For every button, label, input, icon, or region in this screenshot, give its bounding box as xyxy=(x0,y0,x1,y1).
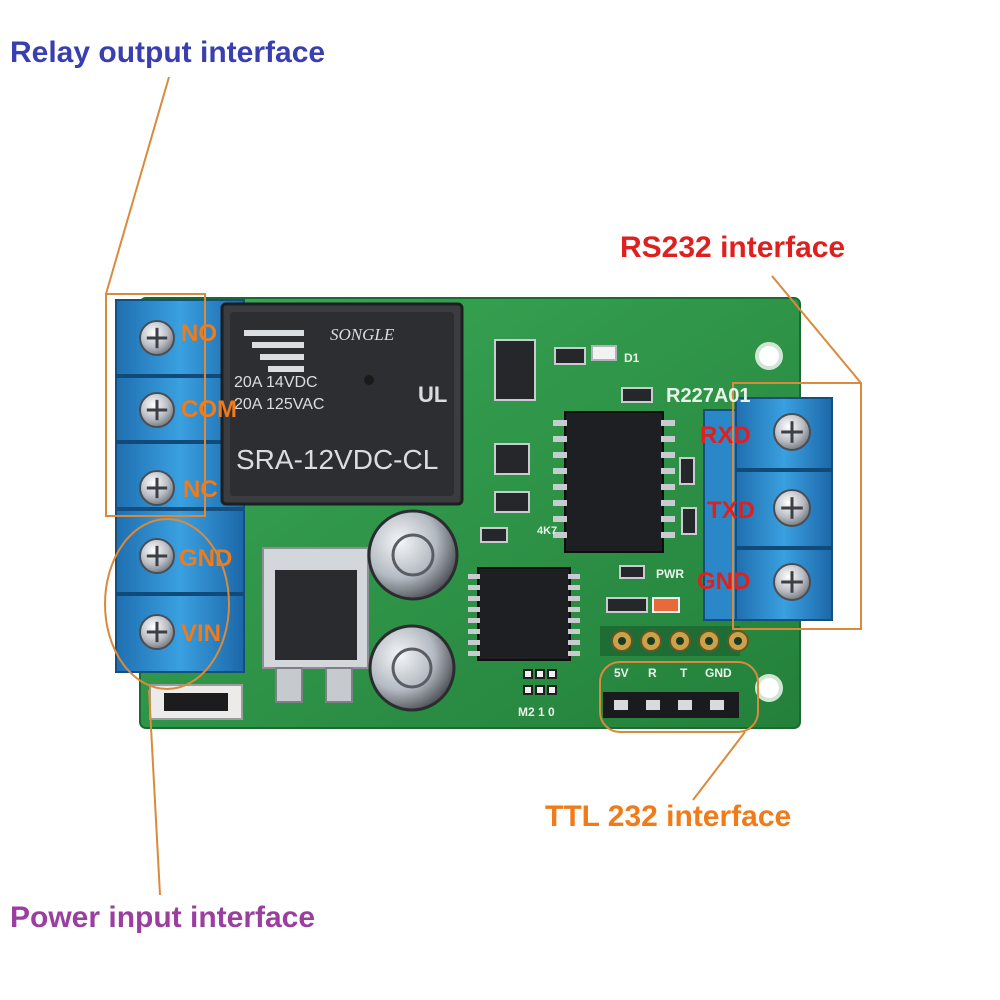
ttl-header xyxy=(600,626,749,718)
power-jumper xyxy=(149,684,243,720)
mounting-hole xyxy=(755,674,783,702)
ic-pin xyxy=(468,618,480,623)
relay-rating-dc: 20A 14VDC xyxy=(234,374,318,391)
resistor-label: 4K7 xyxy=(537,525,558,537)
ic-pin xyxy=(661,484,675,490)
ic-pin xyxy=(553,500,567,506)
screw-terminal[interactable] xyxy=(139,320,175,356)
ic-pin xyxy=(568,629,580,634)
rs232-transceiver-ic xyxy=(553,411,675,553)
callout-power-input: Power input interface xyxy=(10,901,316,934)
ic-pin xyxy=(553,420,567,426)
capacitor xyxy=(368,624,456,712)
header-pin xyxy=(710,700,724,710)
relay-brand: SONGLE xyxy=(330,325,395,344)
screw-terminal[interactable] xyxy=(773,489,811,527)
mounting-hole xyxy=(755,342,783,370)
pin-label-gnd: GND xyxy=(179,545,233,572)
header-pin xyxy=(678,700,692,710)
jumper-pin xyxy=(523,685,533,695)
ic-pin xyxy=(553,532,567,538)
pin-label-no: NO xyxy=(181,320,217,347)
callout-rs232: RS232 interface xyxy=(620,231,846,264)
svg-text:UL: UL xyxy=(418,382,447,407)
ic-pin xyxy=(661,500,675,506)
ic-pin xyxy=(568,618,580,623)
ic-pin xyxy=(468,629,480,634)
ic-pin xyxy=(661,436,675,442)
ttl-pin-gnd: GND xyxy=(705,666,732,680)
mode-jumper-label: M2 1 0 xyxy=(518,705,555,719)
ic-pin xyxy=(553,484,567,490)
screw-terminal[interactable] xyxy=(773,563,811,601)
pin-label-nc: NC xyxy=(183,476,218,503)
pwr-label: PWR xyxy=(656,567,684,581)
screw-terminal[interactable] xyxy=(139,392,175,428)
ic-pin xyxy=(468,574,480,579)
pin-label-com: COM xyxy=(181,396,237,423)
jumper-pin xyxy=(547,669,557,679)
pin-label-txd: TXD xyxy=(707,497,755,524)
ic-pin xyxy=(568,596,580,601)
pin-label-rxd: RXD xyxy=(700,422,751,449)
ic-pin xyxy=(553,452,567,458)
ttl-pin-5v: 5V xyxy=(614,666,629,680)
relay-rating-ac: 20A 125VAC xyxy=(234,396,325,413)
ic-pin xyxy=(568,607,580,612)
pin-label-vin: VIN xyxy=(181,620,222,647)
voltage-regulator xyxy=(262,547,369,703)
ic-pin xyxy=(468,585,480,590)
d1-led xyxy=(591,345,617,361)
ic-pin xyxy=(568,585,580,590)
ic-pin xyxy=(661,452,675,458)
ic-pin xyxy=(661,516,675,522)
ic-pin xyxy=(661,420,675,426)
jumper-pin xyxy=(547,685,557,695)
jumper-pin xyxy=(535,685,545,695)
screw-terminal[interactable] xyxy=(773,413,811,451)
mode-jumper-header xyxy=(523,669,557,695)
callout-leaders xyxy=(104,76,862,896)
header-pin xyxy=(646,700,660,710)
ic-pin xyxy=(553,436,567,442)
songle-logo xyxy=(244,330,304,372)
ic-pin xyxy=(553,516,567,522)
ic-pin xyxy=(553,468,567,474)
jumper-pin xyxy=(535,669,545,679)
screw-terminal[interactable] xyxy=(139,470,175,506)
header-pin xyxy=(614,700,628,710)
relay-model: SRA-12VDC-CL xyxy=(236,444,439,475)
ic-pin xyxy=(468,596,480,601)
screw-terminal[interactable] xyxy=(139,614,175,650)
screw-terminal[interactable] xyxy=(139,538,175,574)
callout-ttl232: TTL 232 interface xyxy=(545,800,792,833)
relay: UL xyxy=(220,302,464,506)
ttl-pin-t: T xyxy=(680,666,688,680)
ic-pin xyxy=(568,651,580,656)
led-label-d1: D1 xyxy=(624,351,640,365)
ic-pin xyxy=(568,640,580,645)
ic-pin xyxy=(568,574,580,579)
ic-pin xyxy=(661,468,675,474)
ic-pin xyxy=(468,607,480,612)
callout-relay-output: Relay output interface xyxy=(10,36,326,69)
jumper-pin xyxy=(523,669,533,679)
ic-pin xyxy=(468,640,480,645)
ic-pin xyxy=(468,651,480,656)
mcu-ic xyxy=(468,567,580,661)
ttl-pin-r: R xyxy=(648,666,657,680)
capacitor xyxy=(367,509,459,601)
smd-components xyxy=(480,339,697,613)
board-id: R227A01 xyxy=(666,385,751,407)
pin-label-rs232-gnd: GND xyxy=(697,568,751,595)
power-terminal-block xyxy=(115,509,245,673)
pwr-led xyxy=(652,597,680,613)
ic-pin xyxy=(661,532,675,538)
